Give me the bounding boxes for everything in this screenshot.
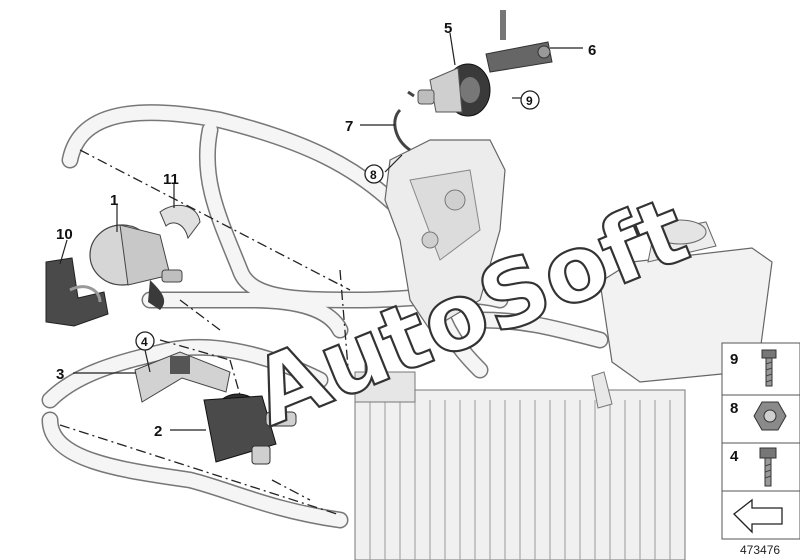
ring-callout-4: 4 xyxy=(135,331,155,351)
direction-arrow-icon xyxy=(733,498,783,534)
bracket-3 xyxy=(134,351,231,403)
callout-2: 2 xyxy=(154,423,162,440)
electric-pump-2 xyxy=(203,393,297,465)
ring-callout-8: 8 xyxy=(364,164,384,184)
holder-10 xyxy=(45,257,109,327)
legend-label-9: 9 xyxy=(730,351,738,368)
bolt-9-icon xyxy=(761,349,777,387)
svg-text:9: 9 xyxy=(526,94,533,108)
electric-pump-1 xyxy=(89,224,183,310)
callout-3: 3 xyxy=(56,366,64,383)
callout-7: 7 xyxy=(345,118,353,135)
ring-callout-9: 9 xyxy=(520,90,540,110)
nut-8-icon xyxy=(753,401,787,431)
diagram-id: 473476 xyxy=(740,543,780,557)
fastener-legend: 9 8 4 xyxy=(721,342,800,540)
callout-6: 6 xyxy=(588,42,596,59)
radiator xyxy=(354,359,686,560)
callout-1: 1 xyxy=(110,192,118,209)
callout-10: 10 xyxy=(56,226,73,243)
bolt-4-icon xyxy=(759,447,777,487)
bracket-6 xyxy=(485,10,553,73)
legend-label-4: 4 xyxy=(730,448,739,465)
callout-11: 11 xyxy=(163,171,179,188)
engine-housing xyxy=(384,139,506,331)
strap-11 xyxy=(159,204,201,240)
svg-text:4: 4 xyxy=(141,335,148,349)
legend-label-8: 8 xyxy=(730,400,738,417)
svg-text:8: 8 xyxy=(370,168,377,182)
auxiliary-pump-5 xyxy=(417,63,491,117)
leader-lines xyxy=(59,32,583,431)
callout-5: 5 xyxy=(444,20,452,37)
assembly-dashed-lines xyxy=(59,149,351,516)
clamp-7 xyxy=(393,90,415,152)
